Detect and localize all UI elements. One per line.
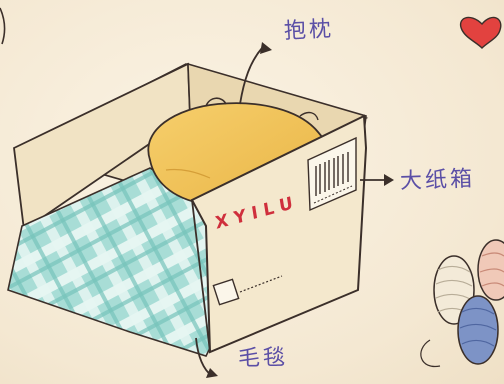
- corner-doodle: [0, 7, 6, 45]
- arrow-icon: [260, 42, 272, 54]
- arrow-icon: [206, 368, 218, 378]
- yarn-ball-icon: [477, 239, 504, 301]
- arrow-icon: [239, 47, 263, 105]
- box-logo-square: [212, 278, 240, 306]
- yarn-thread: [420, 339, 441, 368]
- box-label: 大纸箱: [399, 166, 476, 195]
- yarn-ball-icon: [457, 295, 499, 365]
- barcode-icon: [307, 136, 357, 212]
- box-fine-print: [239, 275, 283, 293]
- blanket-label: 毛毯: [237, 345, 289, 372]
- pillow-label: 抱枕: [283, 16, 335, 45]
- heart-icon: [459, 16, 502, 49]
- arrow-icon: [384, 174, 394, 186]
